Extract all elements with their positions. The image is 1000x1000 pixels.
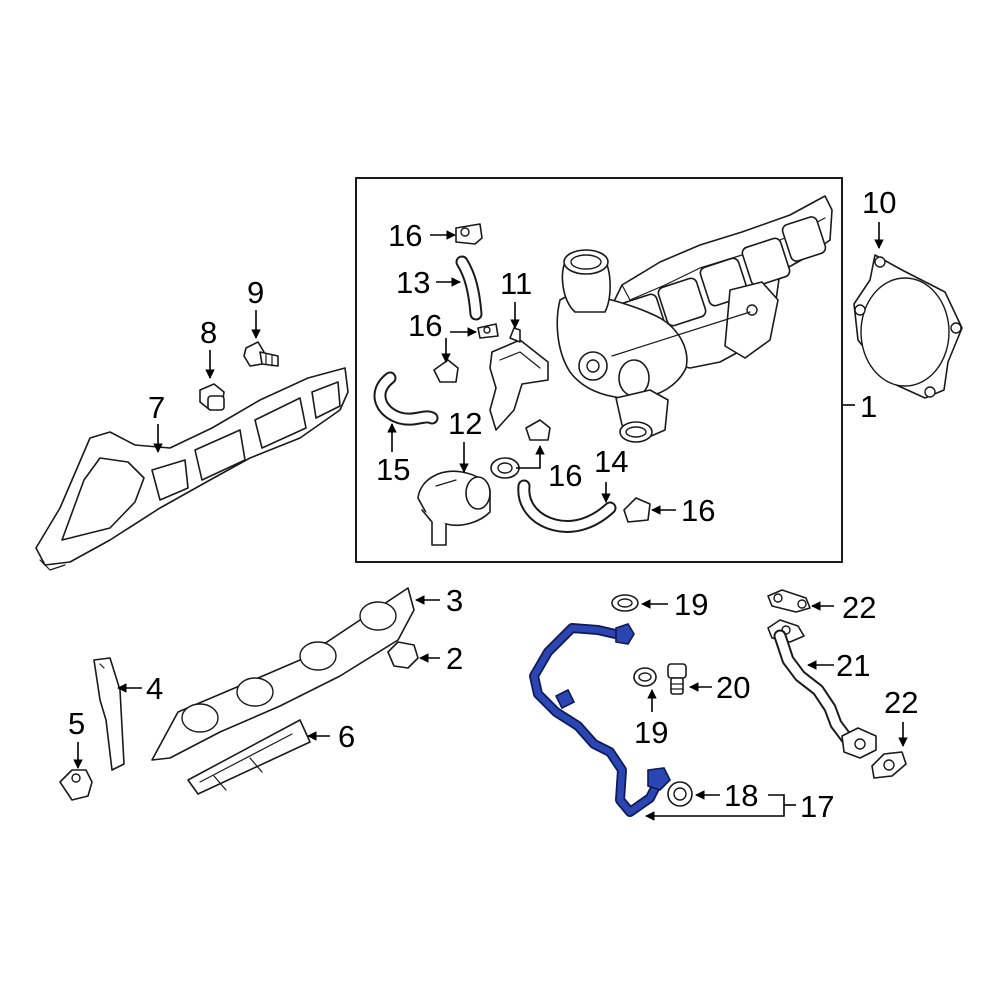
hose-clamp-16-bottom[interactable] (623, 497, 651, 523)
callout-22: 22 (884, 685, 918, 720)
callout-18: 18 (724, 778, 758, 813)
hose-clamp-16-mid[interactable] (525, 419, 551, 441)
sealing-washer-18[interactable] (667, 781, 693, 807)
callout-15: 15 (376, 452, 410, 487)
banjo-bolt-20[interactable] (667, 663, 687, 695)
callout-19: 19 (674, 587, 708, 622)
hose-ring-16[interactable] (490, 457, 520, 479)
sealing-washer-19-top[interactable] (611, 594, 639, 612)
callout-16: 16 (408, 308, 442, 343)
callout-10: 10 (862, 185, 896, 220)
callout-7: 7 (148, 390, 165, 425)
callout-1: 1 (860, 389, 877, 424)
hose-clamp-16-upper[interactable] (477, 323, 499, 339)
sealing-washer-19-bottom[interactable] (633, 667, 657, 687)
callout-17: 17 (800, 789, 834, 824)
callout-11: 11 (500, 266, 532, 301)
auxiliary-pump-12[interactable] (417, 470, 491, 546)
coolant-hose-14[interactable] (517, 479, 617, 533)
callout-19: 19 (634, 715, 668, 750)
hose-clamp-16-left[interactable] (433, 359, 459, 383)
heat-shield-nut-8[interactable] (199, 383, 225, 411)
callout-12: 12 (448, 406, 482, 441)
oil-return-pipe-21[interactable] (767, 619, 877, 759)
turbo-flange-gasket[interactable] (853, 254, 963, 399)
heat-shield-bolt-9[interactable] (243, 341, 279, 367)
callout-16: 16 (681, 493, 715, 528)
turbo-assembly-frame (355, 177, 843, 563)
manifold-gasket-3[interactable] (151, 587, 415, 761)
callout-8: 8 (200, 315, 217, 350)
support-bracket-4[interactable] (93, 657, 125, 771)
callout-14: 14 (594, 444, 628, 479)
callout-22: 22 (842, 590, 876, 625)
callout-13: 13 (396, 265, 430, 300)
coolant-hose-13[interactable] (455, 255, 483, 321)
lower-shield-6[interactable] (187, 719, 311, 795)
callout-6: 6 (338, 719, 355, 754)
callout-16: 16 (548, 458, 582, 493)
callout-3: 3 (446, 583, 463, 618)
callout-labels: 1 10 16 13 11 16 12 15 16 14 16 8 9 7 3 … (68, 185, 918, 824)
callout-9: 9 (247, 275, 264, 310)
callout-16: 16 (388, 218, 422, 253)
mounting-plate-5[interactable] (59, 769, 93, 801)
coolant-hose-15[interactable] (373, 371, 439, 426)
callout-4: 4 (146, 671, 163, 706)
hose-clamp-16-top[interactable] (455, 223, 483, 245)
callout-20: 20 (716, 670, 750, 705)
turbocharger-manifold[interactable] (556, 195, 833, 443)
heat-shield-7[interactable] (35, 367, 349, 571)
callout-2: 2 (446, 641, 463, 676)
turbo-bracket-11[interactable] (489, 327, 549, 431)
oil-feed-line-17[interactable] (529, 623, 671, 817)
oil-return-gasket-22-bottom[interactable] (871, 751, 907, 779)
manifold-nut-2[interactable] (387, 641, 419, 669)
leader-lines (73, 222, 908, 821)
callout-21: 21 (836, 648, 870, 683)
oil-return-gasket-22-top[interactable] (767, 589, 811, 613)
callout-5: 5 (68, 706, 85, 741)
